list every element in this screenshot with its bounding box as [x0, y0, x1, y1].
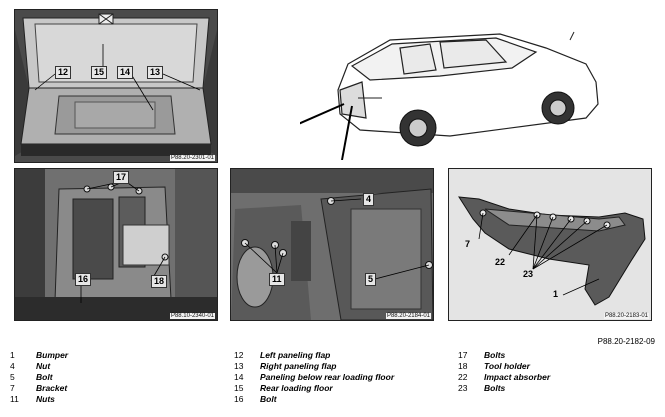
panel-ref-right-side: P88.20-2184-01 [385, 313, 431, 319]
legend-item: 17 Bolts [458, 350, 648, 361]
panel-ref-trunk: P88.20-2301-01 [169, 155, 215, 161]
legend-number: 13 [234, 361, 244, 371]
callout-15: 15 [91, 66, 108, 79]
legend-label: Tool holder [484, 361, 530, 371]
legend-label: Rear loading floor [260, 383, 333, 393]
legend-label: Bolt [36, 372, 53, 382]
legend-label: Bumper [36, 350, 69, 360]
legend-item: 15 Rear loading floor [234, 383, 444, 394]
panel-ref-left-side: P88.10-2340-01 [169, 313, 215, 319]
panel-ref-bumper: P88.20-2183-01 [603, 313, 649, 319]
legend-label: Left paneling flap [260, 350, 331, 360]
legend-item: 13 Right paneling flap [234, 361, 444, 372]
legend-label: Impact absorber [484, 372, 551, 382]
legend-number: 15 [234, 383, 244, 393]
legend-number: 11 [10, 394, 19, 404]
legend-item: 12 Left paneling flap [234, 350, 444, 361]
trunk-illustration [15, 10, 217, 162]
legend-number: 16 [234, 394, 244, 404]
legend-number: 14 [234, 372, 244, 382]
legend-label: Bolts [484, 350, 506, 360]
legend-label: Bolts [484, 383, 506, 393]
callout-7: 7 [465, 239, 471, 249]
legend-column-1: 1 Bumper 4 Nut 5 Bolt 7 Bracket 11 Nuts [10, 350, 210, 405]
legend-label: Right paneling flap [260, 361, 337, 371]
legend-item: 22 Impact absorber [458, 372, 648, 383]
car-illustration [215, 18, 610, 161]
bumper-illustration [449, 169, 651, 320]
legend-item: 18 Tool holder [458, 361, 648, 372]
legend-number: 17 [458, 350, 468, 360]
legend-item: 7 Bracket [10, 383, 210, 394]
callout-5: 5 [365, 273, 377, 286]
callout-4: 4 [363, 193, 375, 206]
legend-label: Nut [36, 361, 51, 371]
left-side-illustration [15, 169, 217, 320]
callout-17: 17 [113, 171, 130, 184]
callout-14: 14 [117, 66, 134, 79]
legend-number: 5 [10, 372, 15, 382]
legend-item: 14 Paneling below rear loading floor [234, 372, 444, 383]
legend-label: Nuts [36, 394, 55, 404]
bumper-panel: 7 22 23 1 P88.20-2183-01 [448, 168, 652, 321]
legend-item: 4 Nut [10, 361, 210, 372]
callout-1: 1 [553, 289, 559, 299]
legend-item: 23 Bolts [458, 383, 648, 394]
callout-23: 23 [523, 269, 534, 279]
figure-reference-code: P88.20-2182-09 [597, 337, 655, 346]
callout-18: 18 [151, 275, 168, 288]
legend-number: 23 [458, 383, 468, 393]
callout-12: 12 [55, 66, 72, 79]
legend-label: Paneling below rear loading floor [260, 372, 395, 382]
legend-item: 5 Bolt [10, 372, 210, 383]
legend-number: 18 [458, 361, 468, 371]
legend-item: 1 Bumper [10, 350, 210, 361]
legend-column-2: 12 Left paneling flap 13 Right paneling fla… [234, 350, 444, 405]
right-side-illustration [231, 169, 433, 320]
legend-number: 12 [234, 350, 244, 360]
legend-number: 4 [10, 361, 15, 371]
legend-number: 1 [10, 350, 15, 360]
left-side-interior-panel: 17 16 18 P88.10-2340-01 [14, 168, 218, 321]
legend-label: Bracket [36, 383, 68, 393]
callout-13: 13 [147, 66, 164, 79]
legend-number: 22 [458, 372, 468, 382]
callout-16: 16 [75, 273, 92, 286]
callout-22: 22 [495, 257, 506, 267]
legend-item: 16 Bolt [234, 394, 444, 405]
legend-item: 11 Nuts [10, 394, 210, 405]
right-side-interior-panel: 4 11 5 P88.20-2184-01 [230, 168, 434, 321]
legend-number: 7 [10, 383, 15, 393]
legend-label: Bolt [260, 394, 277, 404]
trunk-photo-panel: 12 15 14 13 P88.20-2301-01 [14, 9, 218, 163]
callout-11: 11 [269, 273, 285, 286]
